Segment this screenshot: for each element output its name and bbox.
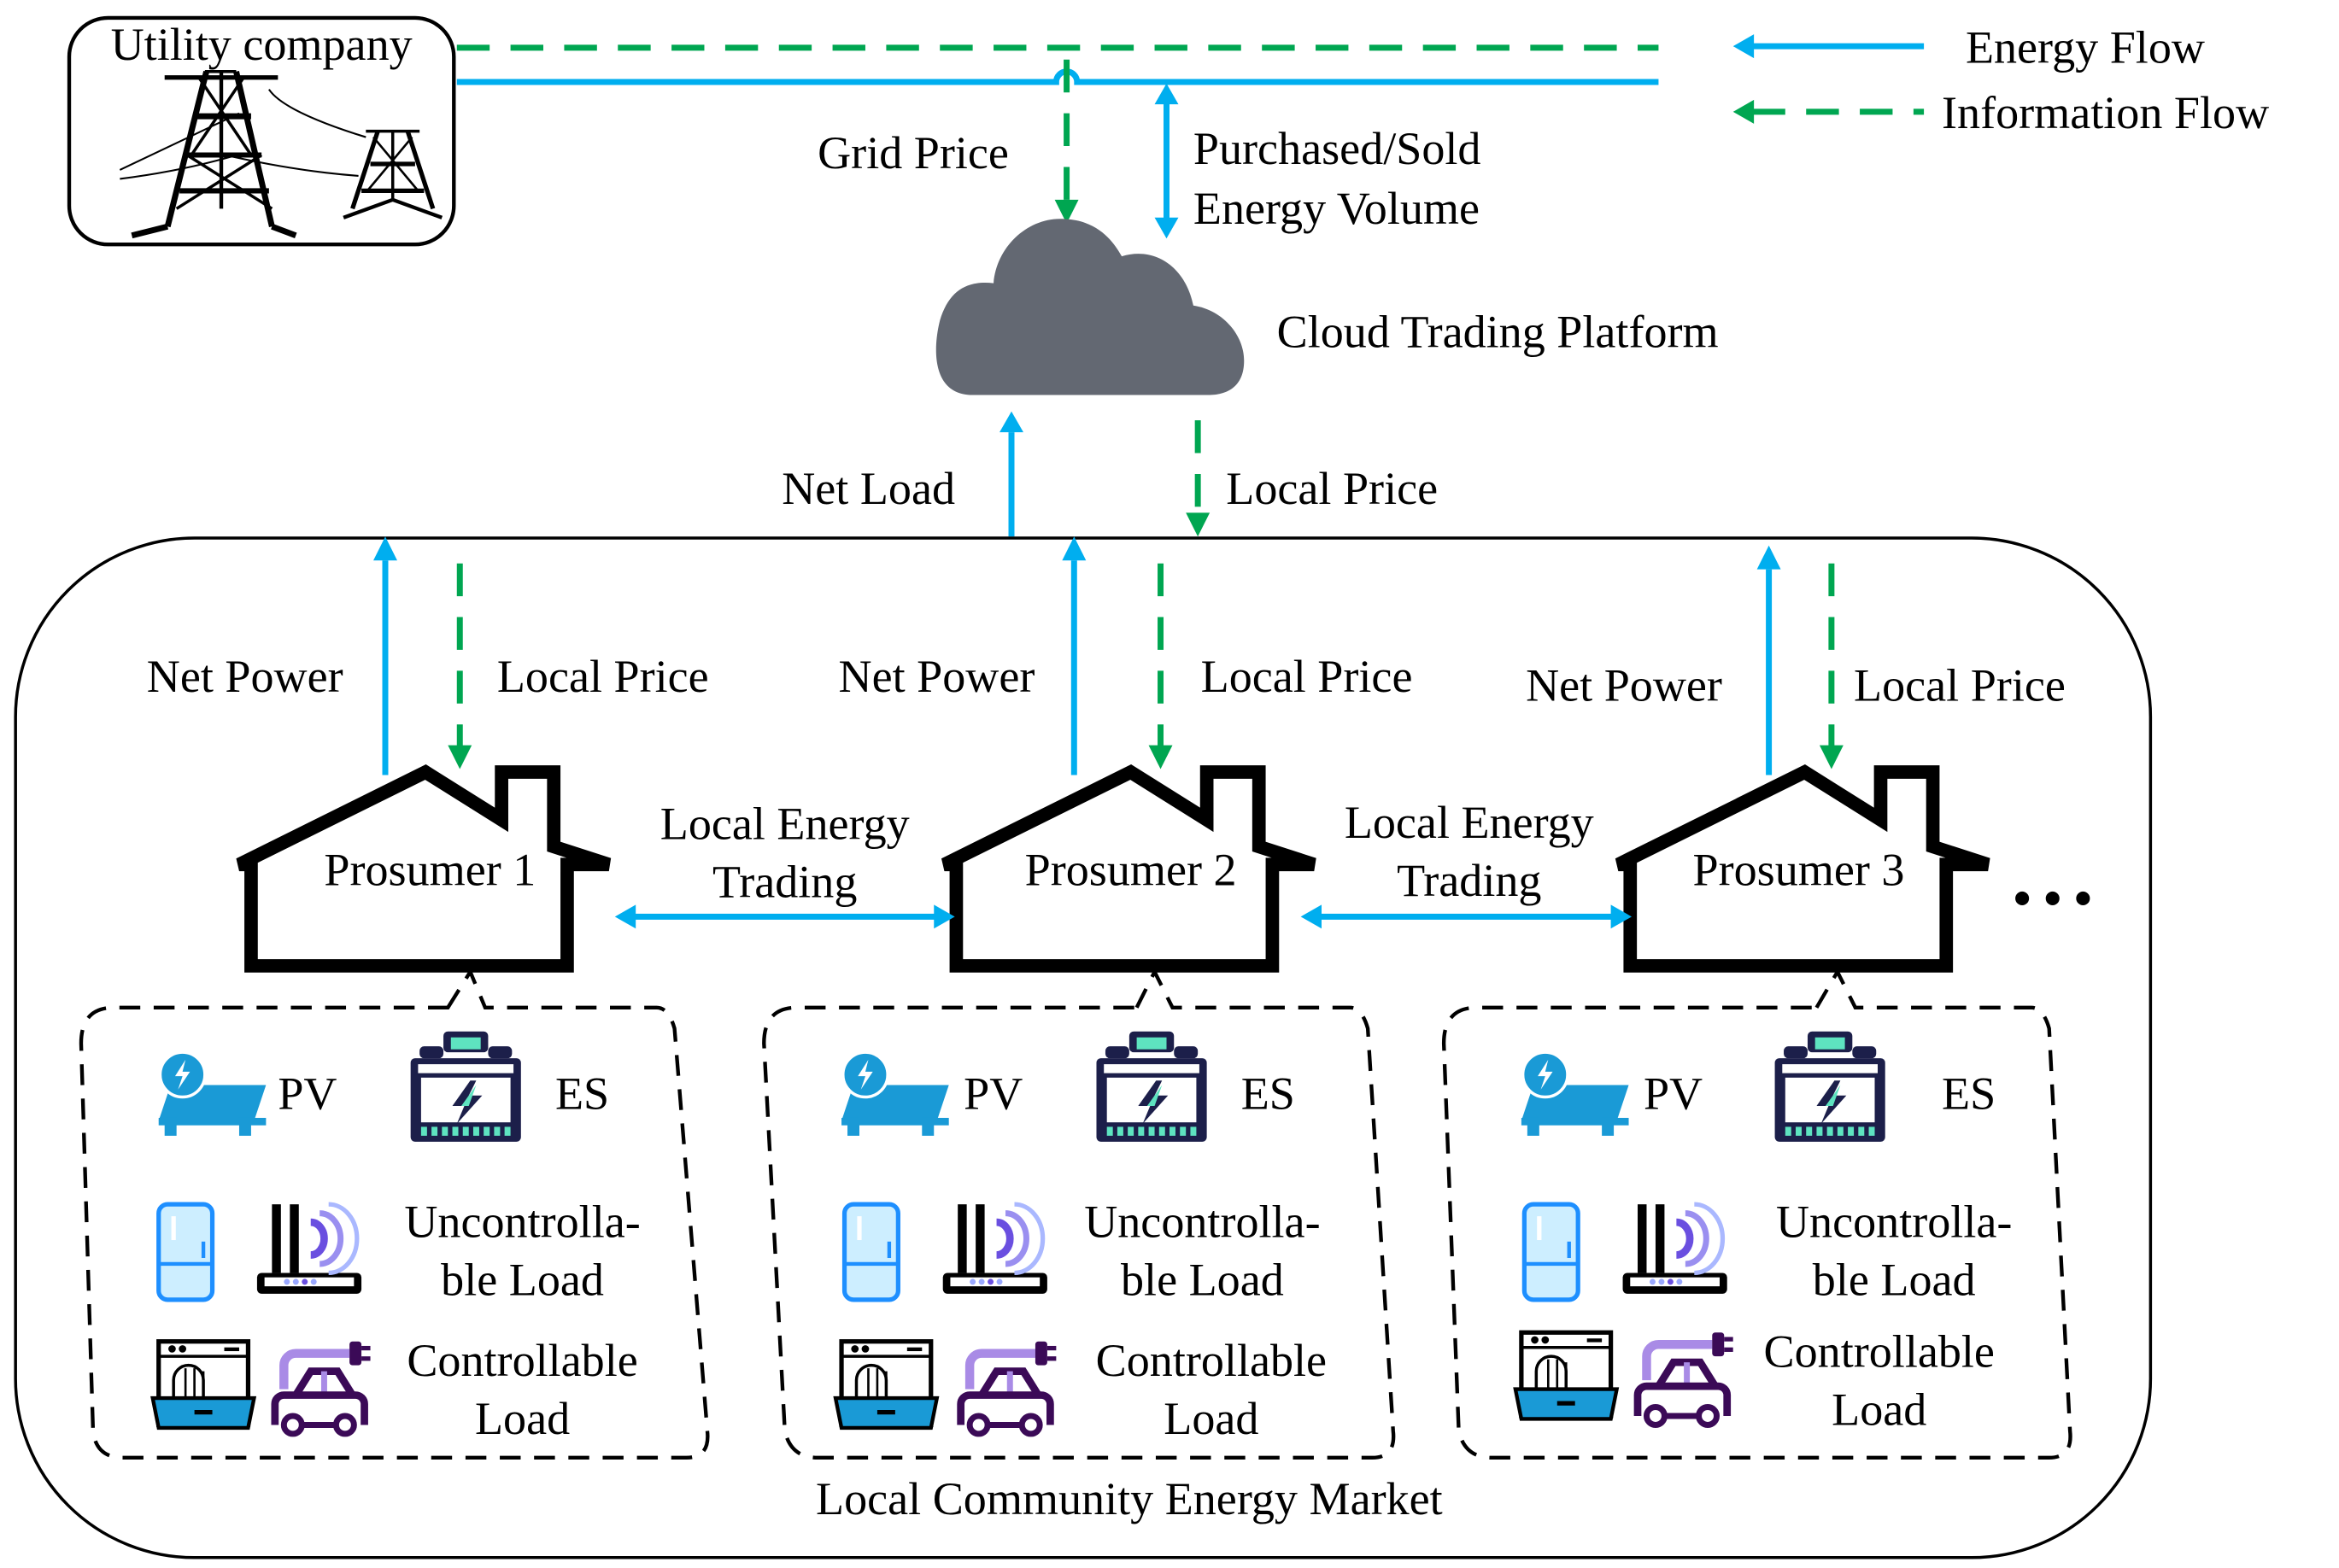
- solar-panel-icon: [1520, 1050, 1631, 1138]
- uncontrollable-label-1: Uncontrolla-: [404, 1196, 640, 1248]
- grid-price-label: Grid Price: [818, 127, 1009, 178]
- trading-label-2: Trading: [1397, 855, 1541, 906]
- refrigerator-icon: [159, 1204, 213, 1300]
- wifi-router-icon: [1623, 1204, 1727, 1294]
- uncontrollable-label-2: ble Load: [1813, 1255, 1976, 1306]
- device-callout: [79, 968, 710, 1460]
- house-icon: [236, 764, 612, 973]
- electric-car-icon: [961, 1342, 1057, 1434]
- net-load-arrowhead: [999, 411, 1023, 433]
- controllable-label-2: Load: [475, 1393, 570, 1444]
- local-community-market: [14, 536, 2153, 1559]
- cloud-label: Cloud Trading Platform: [1277, 307, 1719, 358]
- more-prosumers-ellipsis: • • •: [2014, 870, 2092, 927]
- es-label: ES: [555, 1068, 609, 1119]
- local-price-arrowhead: [1819, 745, 1844, 769]
- market-local-price-arrowhead: [1186, 512, 1211, 537]
- trading-arrowhead-right: [934, 904, 955, 929]
- pv-label: PV: [278, 1068, 337, 1119]
- controllable-label-2: Load: [1832, 1384, 1926, 1435]
- grid-energy-flow-line: [456, 68, 1659, 85]
- market-label: Local Community Energy Market: [816, 1473, 1443, 1524]
- net-power-arrowhead: [373, 536, 397, 561]
- battery-icon: [1774, 1031, 1885, 1142]
- trading-label-1: Local Energy: [660, 799, 910, 850]
- controllable-label-1: Controllable: [1764, 1325, 1995, 1377]
- device-group-2: PV ES Uncontrolla- ble Load Controllable…: [762, 968, 1396, 1460]
- solar-panel-icon: [840, 1050, 951, 1138]
- purchased-sold-arrowhead-down: [1154, 217, 1179, 239]
- device-callout: [762, 968, 1396, 1460]
- pv-label: PV: [964, 1068, 1023, 1119]
- refrigerator-icon: [1524, 1204, 1578, 1300]
- trading-label-2: Trading: [712, 857, 857, 908]
- purchased-sold-label-1: Purchased/Sold: [1193, 123, 1481, 174]
- net-power-arrowhead: [1062, 536, 1087, 561]
- uncontrollable-label-2: ble Load: [441, 1255, 604, 1306]
- net-load-label: Net Load: [782, 463, 955, 514]
- trading-arrowhead-right: [1610, 904, 1633, 929]
- pv-label: PV: [1644, 1068, 1703, 1119]
- solar-panel-icon: [156, 1050, 268, 1138]
- wifi-router-icon: [257, 1204, 361, 1294]
- wifi-router-icon: [943, 1204, 1047, 1294]
- prosumer-2: Net Power Local Price Prosumer 2: [839, 536, 1413, 973]
- utility-company: Utility company: [67, 15, 456, 247]
- uncontrollable-label-2: ble Load: [1121, 1255, 1284, 1306]
- transmission-tower-icon: [119, 70, 443, 239]
- dishwasher-icon: [835, 1342, 937, 1428]
- prosumer-name: Prosumer 1: [324, 845, 536, 896]
- trading-label-1: Local Energy: [1345, 797, 1594, 848]
- cloud-icon: [935, 219, 1245, 395]
- electric-car-icon: [275, 1342, 371, 1434]
- prosumer-3: Net Power Local Price Prosumer 3: [1526, 545, 2066, 973]
- net-power-arrowhead: [1756, 545, 1781, 570]
- house-icon: [1615, 764, 1990, 973]
- device-group-3: PV ES Uncontrolla- ble Load Controllable…: [1441, 968, 2072, 1460]
- uncontrollable-label-1: Uncontrolla-: [1084, 1196, 1320, 1248]
- controllable-label-1: Controllable: [407, 1335, 637, 1386]
- prosumer-name: Prosumer 3: [1693, 845, 1905, 896]
- device-group-1: PV ES Uncontrolla- ble Load Controllable…: [79, 968, 710, 1460]
- house-icon: [941, 764, 1316, 973]
- local-price-label: Local Price: [1854, 659, 2066, 711]
- market-local-price-label: Local Price: [1226, 463, 1438, 514]
- legend-info-label: Information Flow: [1942, 87, 2269, 138]
- electric-car-icon: [1638, 1332, 1733, 1425]
- grid-price-arrowhead: [1054, 199, 1079, 224]
- es-label: ES: [1942, 1068, 1996, 1119]
- controllable-label-1: Controllable: [1096, 1335, 1327, 1386]
- local-price-label: Local Price: [1201, 651, 1413, 702]
- local-price-arrowhead: [1148, 745, 1173, 769]
- legend: Energy Flow Information Flow: [1732, 21, 2269, 138]
- refrigerator-icon: [845, 1204, 899, 1300]
- net-power-label: Net Power: [147, 651, 343, 702]
- trading-link-2-3: Local Energy Trading: [1300, 797, 1633, 929]
- uncontrollable-label-1: Uncontrolla-: [1776, 1196, 2012, 1248]
- dishwasher-icon: [153, 1342, 255, 1428]
- trading-arrowhead-left: [614, 904, 636, 929]
- es-label: ES: [1241, 1068, 1295, 1119]
- utility-label: Utility company: [111, 19, 413, 70]
- trading-link-1-2: Local Energy Trading: [614, 799, 955, 929]
- purchased-sold-arrowhead-up: [1154, 83, 1179, 105]
- purchased-sold-label-2: Energy Volume: [1193, 183, 1480, 234]
- prosumer-1: Net Power Local Price Prosumer 1: [147, 536, 709, 973]
- controllable-label-2: Load: [1164, 1393, 1258, 1444]
- legend-energy-arrowhead: [1732, 34, 1755, 59]
- net-power-label: Net Power: [1526, 659, 1722, 711]
- battery-icon: [410, 1031, 521, 1142]
- legend-info-arrowhead: [1732, 99, 1755, 124]
- net-power-label: Net Power: [839, 651, 1035, 702]
- legend-energy-label: Energy Flow: [1966, 21, 2205, 73]
- local-price-arrowhead: [448, 745, 472, 769]
- prosumer-name: Prosumer 2: [1025, 845, 1237, 896]
- battery-icon: [1096, 1031, 1207, 1142]
- local-price-label: Local Price: [497, 651, 709, 702]
- trading-arrowhead-left: [1300, 904, 1322, 929]
- dishwasher-icon: [1515, 1332, 1617, 1419]
- device-callout: [1441, 968, 2072, 1460]
